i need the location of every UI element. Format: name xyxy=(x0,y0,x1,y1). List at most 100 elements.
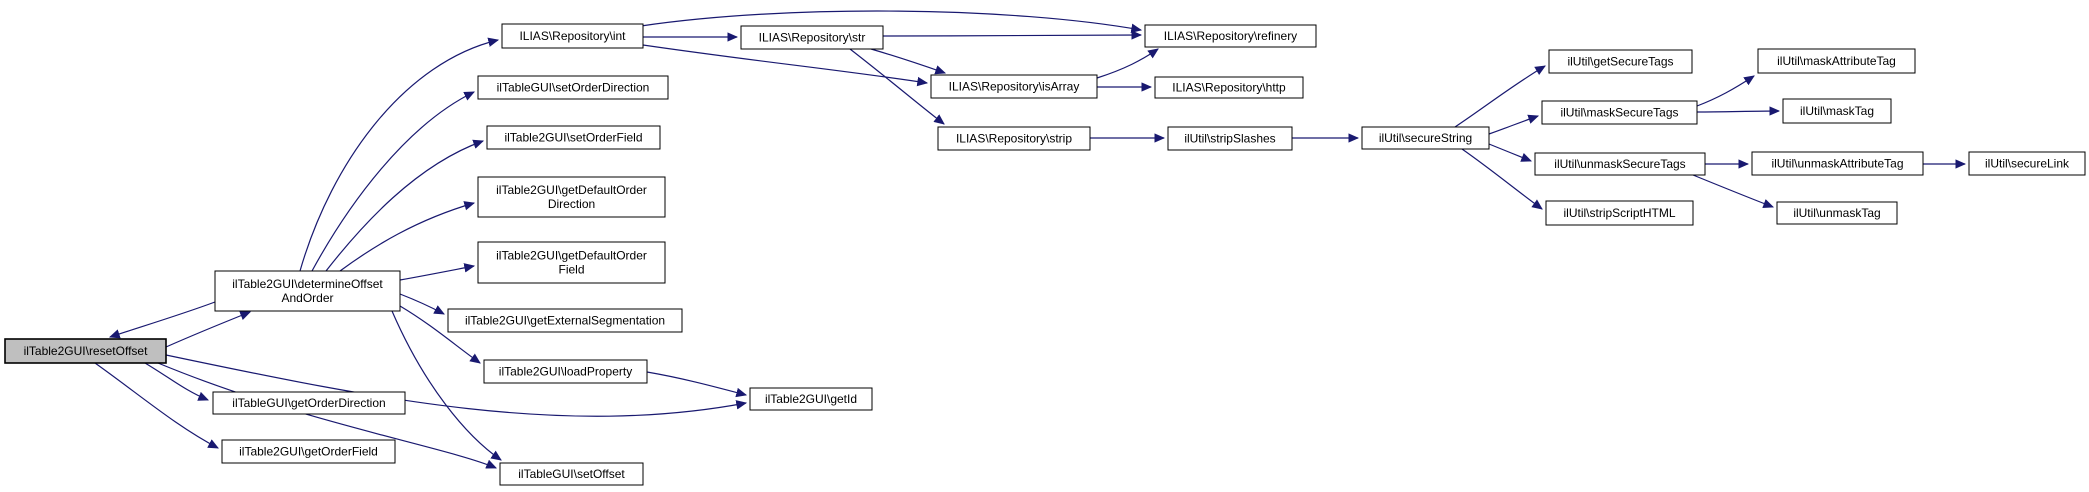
node-str[interactable]: ILIAS\Repository\str xyxy=(740,25,884,50)
edge-secure-string-to-strip-script-html xyxy=(1461,148,1543,210)
node-box-unmask-attribute-tag[interactable] xyxy=(1751,151,1924,176)
node-box-refinery[interactable] xyxy=(1144,24,1317,48)
edge-load-property-to-get-id xyxy=(646,371,748,398)
node-label-get-id: ilTable2GUI\getId xyxy=(765,392,857,406)
node-box-set-order-direction[interactable] xyxy=(477,75,669,100)
node-box-set-offset[interactable] xyxy=(499,462,644,486)
node-unmask-secure-tags[interactable]: ilUtil\unmaskSecureTags xyxy=(1534,152,1706,176)
node-secure-link[interactable]: ilUtil\secureLink xyxy=(1968,151,2086,176)
node-box-str[interactable] xyxy=(740,25,884,50)
node-box-get-default-order-direction[interactable] xyxy=(477,176,666,218)
edge-determine-offset-and-order-to-get-default-order-field xyxy=(399,263,476,281)
node-box-get-secure-tags[interactable] xyxy=(1548,49,1693,74)
edge-reset-offset-to-get-order-field xyxy=(94,362,219,449)
edge-reset-offset-to-get-id xyxy=(165,354,748,417)
node-box-strip-slashes[interactable] xyxy=(1167,126,1293,151)
node-box-set-order-field[interactable] xyxy=(486,125,661,150)
node-label-strip-slashes: ilUtil\stripSlashes xyxy=(1184,132,1275,146)
node-label-load-property: ilTable2GUI\loadProperty xyxy=(499,365,632,379)
node-set-offset[interactable]: ilTableGUI\setOffset xyxy=(499,462,644,486)
node-box-mask-secure-tags[interactable] xyxy=(1541,100,1698,125)
node-label-set-order-direction: ilTableGUI\setOrderDirection xyxy=(497,81,650,95)
edge-determine-offset-and-order-to-load-property xyxy=(399,305,481,364)
node-box-get-order-direction[interactable] xyxy=(212,391,406,415)
node-get-id[interactable]: ilTable2GUI\getId xyxy=(749,387,873,411)
node-strip[interactable]: ILIAS\Repository\strip xyxy=(937,126,1091,151)
node-label-determine-offset-and-order-line1: ilTable2GUI\determineOffset xyxy=(232,277,383,291)
node-box-int[interactable] xyxy=(501,23,644,49)
node-refinery[interactable]: ILIAS\Repository\refinery xyxy=(1144,24,1317,48)
node-http[interactable]: ILIAS\Repository\http xyxy=(1154,76,1304,99)
node-label-get-order-field: ilTable2GUI\getOrderField xyxy=(239,445,378,459)
node-box-secure-string[interactable] xyxy=(1361,126,1490,150)
node-box-mask-tag[interactable] xyxy=(1782,98,1892,124)
node-strip-script-html[interactable]: ilUtil\stripScriptHTML xyxy=(1545,200,1694,226)
node-box-secure-link[interactable] xyxy=(1968,151,2086,176)
node-label-get-secure-tags: ilUtil\getSecureTags xyxy=(1567,55,1673,69)
node-get-order-field[interactable]: ilTable2GUI\getOrderField xyxy=(221,439,396,464)
node-box-get-default-order-field[interactable] xyxy=(477,241,666,284)
edge-determine-offset-and-order-to-get-external-segmentation xyxy=(399,293,445,315)
node-get-order-direction[interactable]: ilTableGUI\getOrderDirection xyxy=(212,391,406,415)
node-label-set-offset: ilTableGUI\setOffset xyxy=(518,467,625,481)
node-label-strip: ILIAS\Repository\strip xyxy=(956,132,1072,146)
node-int[interactable]: ILIAS\Repository\int xyxy=(501,23,644,49)
node-box-is-array[interactable] xyxy=(930,74,1098,99)
edge-unmask-secure-tags-to-unmask-tag xyxy=(1692,174,1775,208)
edge-reset-offset-to-get-order-direction xyxy=(144,362,209,401)
node-mask-secure-tags[interactable]: ilUtil\maskSecureTags xyxy=(1541,100,1698,125)
node-label-mask-attribute-tag: ilUtil\maskAttributeTag xyxy=(1777,54,1896,68)
edge-int-to-refinery xyxy=(640,10,1143,33)
edge-determine-offset-and-order-to-get-default-order-direction xyxy=(339,201,476,272)
node-box-determine-offset-and-order[interactable] xyxy=(214,270,401,312)
node-get-secure-tags[interactable]: ilUtil\getSecureTags xyxy=(1548,49,1693,74)
node-label-get-order-direction: ilTableGUI\getOrderDirection xyxy=(232,396,385,410)
node-box-unmask-tag[interactable] xyxy=(1776,201,1898,225)
node-box-unmask-secure-tags[interactable] xyxy=(1534,152,1706,176)
node-box-strip[interactable] xyxy=(937,126,1091,151)
edge-determine-offset-and-order-to-set-order-direction xyxy=(311,91,475,272)
node-box-mask-attribute-tag[interactable] xyxy=(1757,48,1916,74)
node-label-determine-offset-and-order-line2: AndOrder xyxy=(281,291,333,305)
node-label-secure-string: ilUtil\secureString xyxy=(1379,131,1472,145)
node-get-external-segmentation[interactable]: ilTable2GUI\getExternalSegmentation xyxy=(447,308,683,333)
node-label-get-external-segmentation: ilTable2GUI\getExternalSegmentation xyxy=(465,314,665,328)
node-strip-slashes[interactable]: ilUtil\stripSlashes xyxy=(1167,126,1293,151)
node-box-reset-offset[interactable] xyxy=(4,338,167,364)
node-unmask-tag[interactable]: ilUtil\unmaskTag xyxy=(1776,201,1898,225)
edge-str-to-is-array xyxy=(870,48,947,75)
node-box-http[interactable] xyxy=(1154,76,1304,99)
node-mask-attribute-tag[interactable]: ilUtil\maskAttributeTag xyxy=(1757,48,1916,74)
node-box-get-order-field[interactable] xyxy=(221,439,396,464)
node-box-get-id[interactable] xyxy=(749,387,873,411)
node-set-order-direction[interactable]: ilTableGUI\setOrderDirection xyxy=(477,75,669,100)
edge-determine-offset-and-order-to-set-offset xyxy=(391,310,502,461)
node-box-get-external-segmentation[interactable] xyxy=(447,308,683,333)
edge-str-to-strip xyxy=(849,48,945,125)
edge-mask-secure-tags-to-mask-tag xyxy=(1696,106,1781,116)
node-box-strip-script-html[interactable] xyxy=(1545,200,1694,226)
node-load-property[interactable]: ilTable2GUI\loadProperty xyxy=(483,359,648,384)
node-reset-offset[interactable]: ilTable2GUI\resetOffset xyxy=(4,338,167,364)
node-label-secure-link: ilUtil\secureLink xyxy=(1985,157,2070,171)
node-label-get-default-order-direction-line2: Direction xyxy=(548,197,595,211)
nodes-layer: ilTable2GUI\resetOffset ilTable2GUI\deter… xyxy=(4,23,2086,486)
node-mask-tag[interactable]: ilUtil\maskTag xyxy=(1782,98,1892,124)
node-secure-string[interactable]: ilUtil\secureString xyxy=(1361,126,1490,150)
node-label-get-default-order-field-line1: ilTable2GUI\getDefaultOrder xyxy=(496,249,647,263)
node-box-load-property[interactable] xyxy=(483,359,648,384)
node-is-array[interactable]: ILIAS\Repository\isArray xyxy=(930,74,1098,99)
node-label-is-array: ILIAS\Repository\isArray xyxy=(949,80,1080,94)
node-set-order-field[interactable]: ilTable2GUI\setOrderField xyxy=(486,125,661,150)
node-label-refinery: ILIAS\Repository\refinery xyxy=(1164,29,1297,43)
node-label-str: ILIAS\Repository\str xyxy=(759,31,866,45)
node-unmask-attribute-tag[interactable]: ilUtil\unmaskAttributeTag xyxy=(1751,151,1924,176)
edges-layer xyxy=(94,10,1967,469)
edge-reset-offset-to-set-offset xyxy=(157,362,497,469)
edge-secure-string-to-mask-secure-tags xyxy=(1488,114,1540,135)
